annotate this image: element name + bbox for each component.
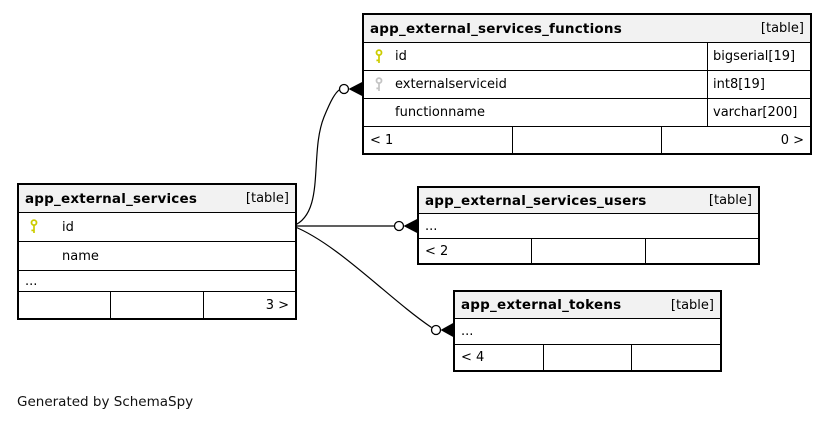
column-type: varchar[200] — [707, 99, 810, 126]
column-label: id — [62, 219, 74, 235]
table-header: app_external_services_functions [table] — [364, 15, 810, 42]
table-tag: [table] — [245, 191, 289, 206]
column-label: externalserviceid — [395, 77, 507, 92]
table-tag: [table] — [760, 21, 804, 36]
footer-cell-mid — [110, 292, 202, 318]
table-app-external-tokens: app_external_tokens [table] ... < 4 — [453, 290, 722, 372]
column-row-externalserviceid: externalserviceid int8[19] — [364, 70, 810, 98]
relationship-services-users — [293, 218, 418, 234]
table-name[interactable]: app_external_services_users — [425, 192, 647, 209]
column-row-name: name — [19, 241, 295, 270]
ellipsis-label: ... — [25, 273, 38, 289]
footer-cell-right: 0 > — [661, 127, 810, 153]
column-row-id: id bigserial[19] — [364, 42, 810, 70]
table-header: app_external_services [table] — [19, 185, 295, 212]
table-app-external-services-functions: app_external_services_functions [table] … — [362, 13, 812, 155]
table-app-external-services-users: app_external_services_users [table] ... … — [417, 186, 760, 265]
table-tag: [table] — [670, 297, 714, 313]
ellipsis-label: ... — [461, 324, 474, 339]
table-footer: 3 > — [19, 291, 295, 318]
table-header: app_external_tokens [table] — [455, 292, 720, 318]
zero-cardinality-circle — [430, 324, 442, 336]
zero-cardinality-circle — [338, 83, 350, 95]
column-label: name — [62, 248, 99, 264]
table-name[interactable]: app_external_services — [25, 190, 198, 207]
table-footer: < 4 — [455, 344, 720, 370]
table-footer: < 1 0 > — [364, 126, 810, 153]
table-name[interactable]: app_external_tokens — [461, 297, 622, 313]
column-row-ellipsis: ... — [419, 213, 758, 238]
foreign-key-icon — [373, 76, 385, 93]
ellipsis-label: ... — [425, 218, 438, 234]
column-label: id — [395, 49, 407, 64]
table-footer: < 2 — [419, 238, 758, 263]
primary-key-icon — [373, 48, 385, 65]
crow-foot-arrow — [440, 322, 454, 338]
footer-cell-right — [631, 345, 720, 370]
footer-cell-mid — [531, 239, 644, 263]
column-row-ellipsis: ... — [455, 318, 720, 344]
zero-cardinality-circle — [393, 220, 405, 232]
footer-cell-right — [644, 239, 758, 263]
footer-cell-left — [19, 292, 110, 318]
generated-by-note: Generated by SchemaSpy — [17, 394, 194, 410]
table-app-external-services: app_external_services [table] id name ..… — [17, 183, 297, 320]
primary-key-icon — [28, 219, 40, 235]
table-tag: [table] — [708, 193, 752, 208]
table-name[interactable]: app_external_services_functions — [370, 20, 622, 37]
column-row-ellipsis: ... — [19, 270, 295, 291]
crow-foot-arrow — [403, 218, 418, 234]
crow-foot-arrow — [348, 81, 363, 97]
column-row-functionname: functionname varchar[200] — [364, 98, 810, 126]
column-type: int8[19] — [707, 71, 810, 98]
footer-cell-mid — [542, 345, 632, 370]
footer-cell-right: 3 > — [202, 292, 295, 318]
column-row-id: id — [19, 212, 295, 241]
table-header: app_external_services_users [table] — [419, 188, 758, 213]
footer-cell-mid — [512, 127, 661, 153]
footer-cell-left: < 2 — [425, 243, 449, 259]
footer-cell-left: < 1 — [370, 132, 394, 148]
column-label: functionname — [395, 105, 485, 120]
footer-cell-left: < 4 — [461, 350, 485, 365]
relationship-services-functions — [292, 81, 363, 227]
column-type: bigserial[19] — [707, 43, 810, 70]
